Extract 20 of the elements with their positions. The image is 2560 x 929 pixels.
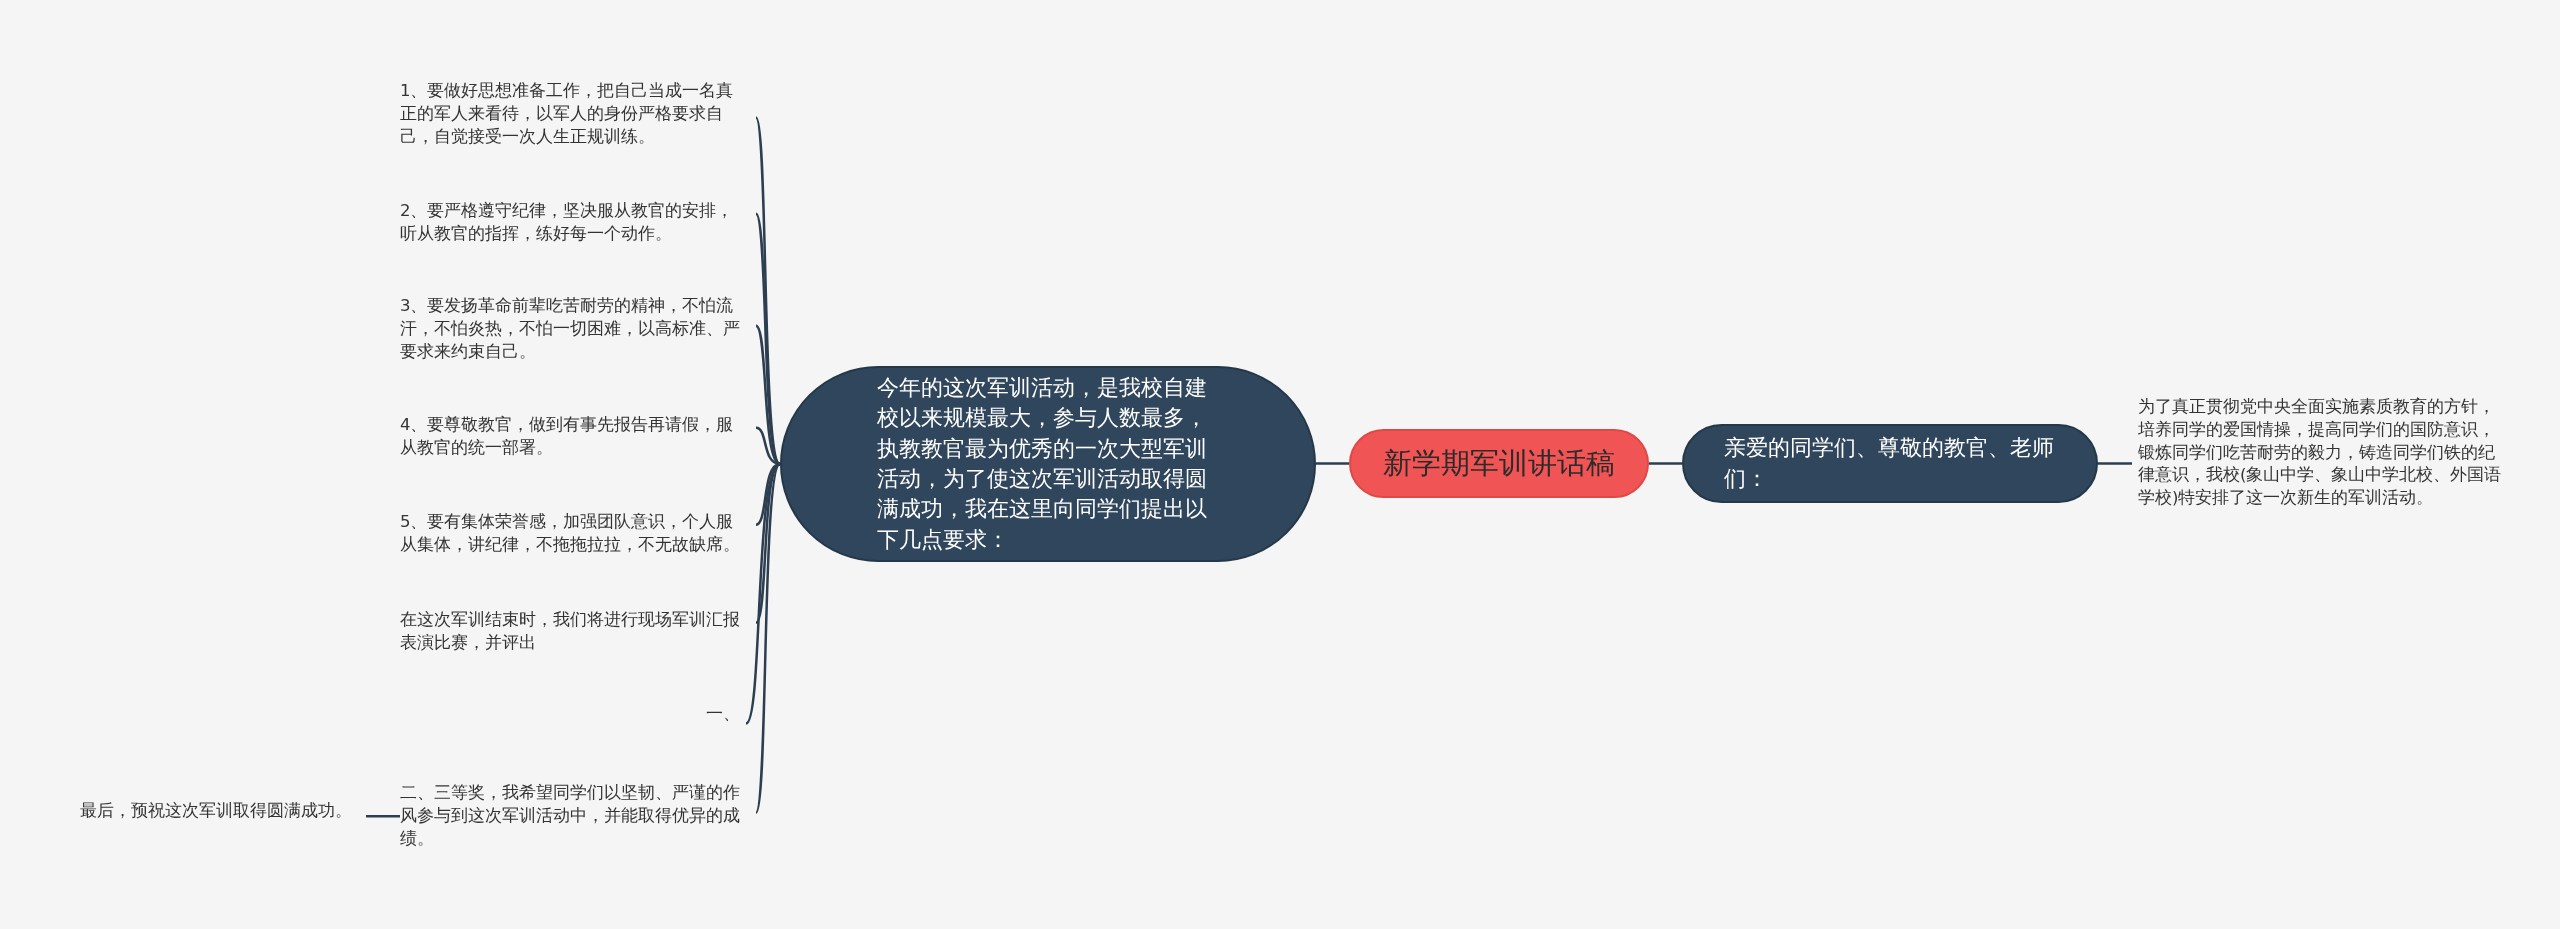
topic-text: 1、要做好思想准备工作，把自己当成一名真正的军人来看待，以军人的身份严格要求自己，自觉接受一次人生正规训练。	[400, 80, 750, 149]
topic-text: 为了真正贯彻党中央全面实施素质教育的方针，培养同学的爱国情操，提高同学们的国防意识，锻炼同学们吃苦耐劳的毅力，铸造同学们铁的纪律意识，我校(象山中学、象山中学北校、外国语学校)特安排了这一次新生的军训活动。	[2138, 396, 2508, 510]
topic-text: 2、要严格遵守纪律，坚决服从教官的安排，听从教官的指挥，练好每一个动作。	[400, 200, 750, 246]
topic-pill: 今年的这次军训活动，是我校自建校以来规模最大，参与人数最多，执教教官最为优秀的一次大型军训活动，为了使这次军训活动取得圆满成功，我在这里向同学们提出以下几点要求：	[780, 366, 1316, 562]
connector	[754, 463, 782, 814]
topic-text: 最后，预祝这次军训取得圆满成功。	[80, 800, 360, 823]
topic-pill: 亲爱的同学们、尊敬的教官、老师们：	[1682, 424, 2098, 503]
connector	[754, 213, 781, 465]
topic-text: 5、要有集体荣誉感，加强团队意识，个人服从集体，讲纪律，不拖拖拉拉，不无故缺席。	[400, 511, 750, 557]
topic-text: 一、	[680, 703, 740, 726]
connector	[754, 117, 782, 465]
connector	[1316, 462, 1349, 465]
topic-text: 二、三等奖，我希望同学们以坚韧、严谨的作风参与到这次军训活动中，并能取得优异的成绩。	[400, 782, 750, 851]
connector	[1649, 462, 1682, 465]
topic-text: 在这次军训结束时，我们将进行现场军训汇报表演比赛，并评出	[400, 609, 750, 655]
topic-text: 4、要尊敬教官，做到有事先报告再请假，服从教官的统一部署。	[400, 414, 750, 460]
title-pill: 新学期军训讲话稿	[1349, 429, 1649, 498]
connector	[2098, 462, 2132, 465]
topic-text: 3、要发扬革命前辈吃苦耐劳的精神，不怕流汗，不怕炎热，不怕一切困难，以高标准、严要求来约束自己。	[400, 295, 750, 364]
connector	[366, 814, 400, 818]
